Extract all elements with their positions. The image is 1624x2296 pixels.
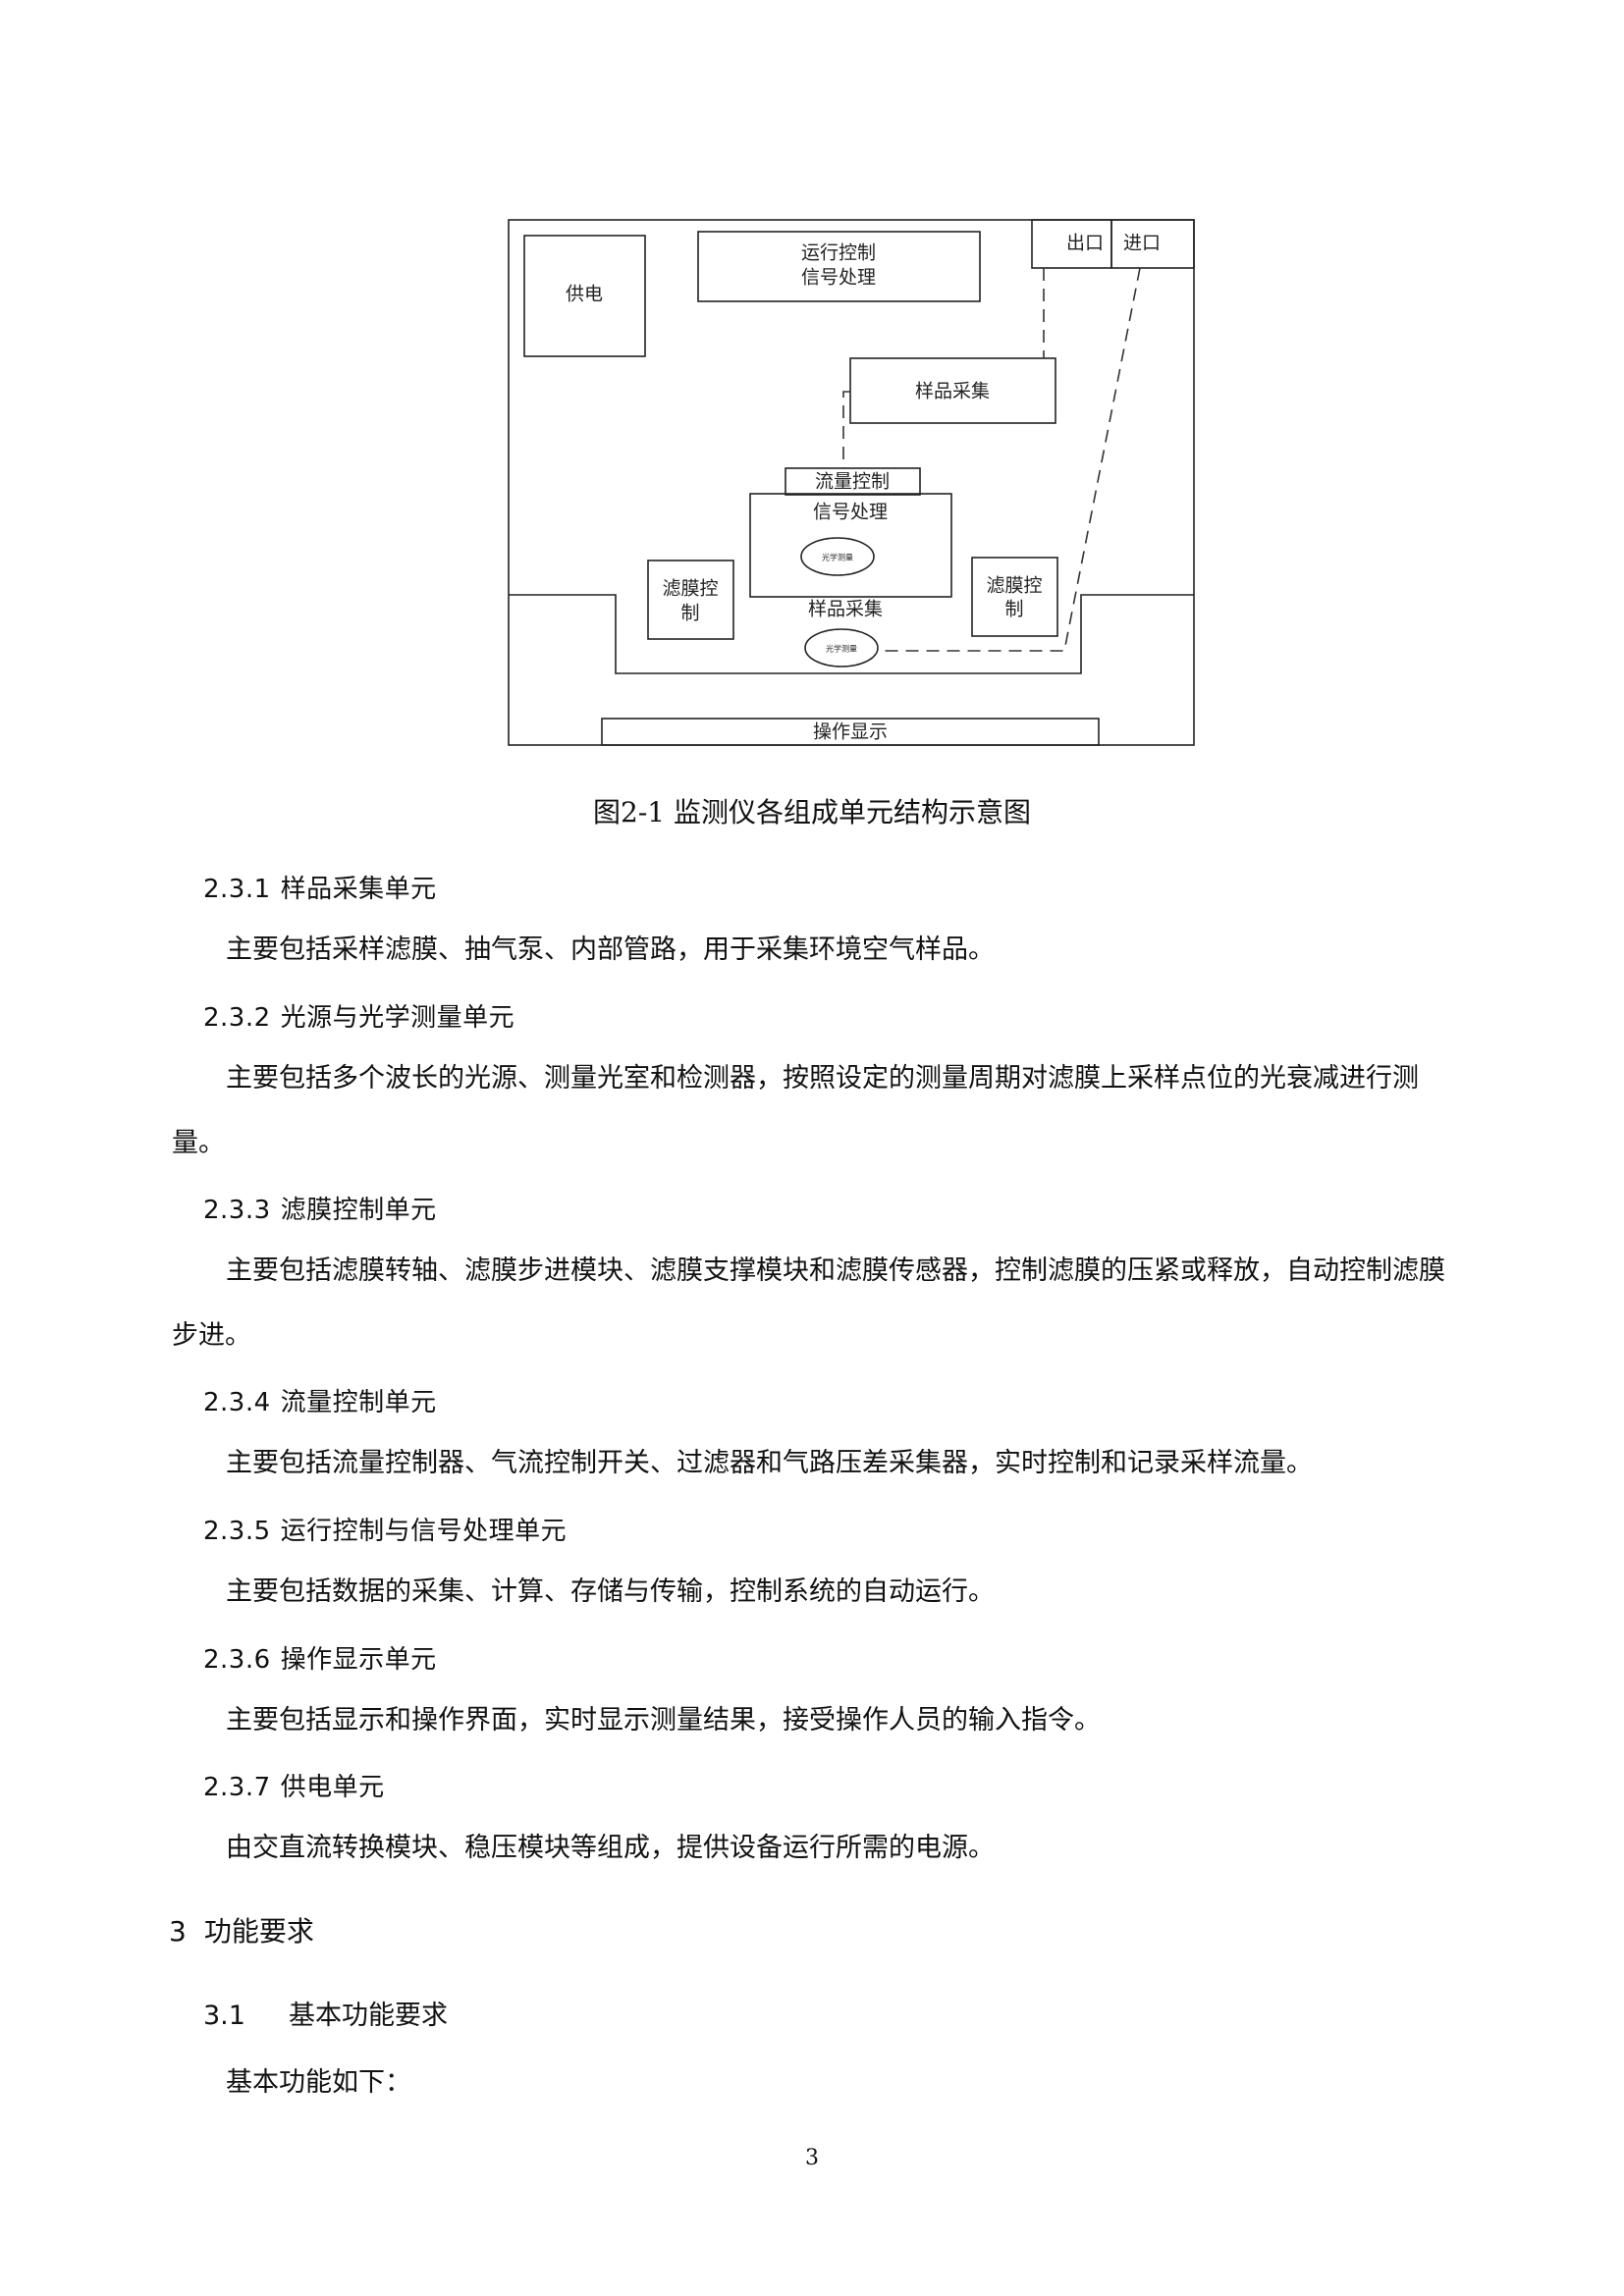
filter-control-right-box: [971, 557, 1058, 637]
section-text-2-3-7: 由交直流转换模块、稳压模块等组成，提供设备运行所需的电源。: [226, 1833, 995, 1863]
label-signal-processing: 信号处理: [813, 502, 888, 523]
section-number: 2.3.1: [203, 875, 271, 904]
section-number: 2.3.7: [203, 1773, 271, 1802]
run-control-box: [697, 231, 981, 302]
section-heading-2-3-7: 2.3.7 供电单元: [203, 1770, 385, 1805]
filter-control-left-box: [647, 560, 734, 640]
section-title: 流量控制单元: [280, 1388, 437, 1417]
optical-measure-top: [800, 537, 875, 576]
structure-diagram: 供电 运行控制 信号处理 出口 进口 样品采集 流量控制 信号处理 光学测量 滤…: [508, 219, 1195, 746]
label-filter-right-1: 滤膜控: [986, 575, 1042, 597]
section-text-2-3-2: 主要包括多个波长的光源、测量光室和检测器，按照设定的测量周期对滤膜上采样点位的光…: [172, 1063, 1419, 1158]
dashed-sample-to-flow: [842, 391, 850, 468]
figure-caption: 图2-1 监测仪各组成单元结构示意图: [593, 796, 1031, 828]
section-number: 3.1: [203, 2001, 245, 2031]
inlet-box: [1110, 219, 1195, 269]
label-optical-bottom: 光学测量: [826, 644, 857, 654]
section-number: 2.3.5: [203, 1517, 271, 1546]
flow-control-box: [785, 467, 921, 496]
label-sample-bottom: 样品采集: [808, 599, 883, 620]
section-text-2-3-3: 主要包括滤膜转轴、滤膜步进模块、滤膜支撑模块和滤膜传感器，控制滤膜的压紧或释放，…: [172, 1255, 1445, 1351]
dashed-inlet-to-optical: [878, 267, 1141, 652]
section-title: 操作显示单元: [280, 1645, 437, 1675]
page-number: 3: [805, 2146, 819, 2170]
label-filter-left-1: 滤膜控: [662, 578, 718, 600]
signal-processing-box: [749, 493, 952, 598]
section-title: 基本功能要求: [288, 2001, 448, 2031]
section-number: 2.3.3: [203, 1196, 271, 1225]
label-filter-left-2: 制: [680, 603, 699, 624]
section-heading-3-1: 3.1 基本功能要求: [203, 1999, 448, 2034]
label-filter-right-2: 制: [1004, 599, 1023, 620]
section-text-2-3-1: 主要包括采样滤膜、抽气泵、内部管路，用于采集环境空气样品。: [226, 934, 995, 965]
section-heading-2-3-5: 2.3.5 运行控制与信号处理单元: [203, 1514, 567, 1549]
label-run-control-1: 运行控制: [801, 242, 876, 264]
sampling-channel: [509, 594, 1194, 674]
label-sample-top: 样品采集: [915, 381, 990, 402]
section-title: 光源与光学测量单元: [280, 1003, 515, 1033]
label-optical-top: 光学测量: [822, 553, 853, 562]
label-flow-control: 流量控制: [815, 471, 890, 493]
section-title: 样品采集单元: [280, 875, 437, 904]
optical-measure-bottom: [804, 628, 879, 667]
label-inlet: 进口: [1123, 233, 1161, 254]
section-text-2-3-5: 主要包括数据的采集、计算、存储与传输，控制系统的自动运行。: [226, 1576, 995, 1607]
section-heading-2-3-4: 2.3.4 流量控制单元: [203, 1385, 437, 1420]
section-number: 2.3.2: [203, 1003, 271, 1033]
section-number: 2.3.4: [203, 1388, 271, 1417]
section-text-2-3-4: 主要包括流量控制器、气流控制开关、过滤器和气路压差采集器，实时控制和记录采样流量…: [226, 1448, 1313, 1478]
chapter-number: 3: [169, 1915, 187, 1948]
chapter-title: 功能要求: [203, 1915, 314, 1948]
section-heading-2-3-1: 2.3.1 样品采集单元: [203, 872, 437, 907]
intro-text: 基本功能如下：: [226, 2067, 411, 2098]
section-number: 2.3.6: [203, 1645, 271, 1675]
section-heading-2-3-6: 2.3.6 操作显示单元: [203, 1642, 437, 1678]
label-run-control-2: 信号处理: [801, 267, 876, 289]
label-outlet: 出口: [1066, 233, 1104, 254]
power-box: [523, 235, 646, 357]
section-text-2-3-6: 主要包括显示和操作界面，实时显示测量结果，接受操作人员的输入指令。: [226, 1705, 1101, 1735]
label-power: 供电: [566, 284, 603, 305]
label-operation-display: 操作显示: [813, 721, 888, 743]
section-title: 运行控制与信号处理单元: [280, 1517, 568, 1546]
section-title: 滤膜控制单元: [280, 1196, 437, 1225]
section-heading-2-3-3: 2.3.3 滤膜控制单元: [203, 1193, 437, 1228]
chapter-heading-3: 3 功能要求: [169, 1914, 314, 1949]
sample-box-top: [849, 357, 1056, 424]
section-title: 供电单元: [280, 1773, 385, 1802]
section-heading-2-3-2: 2.3.2 光源与光学测量单元: [203, 1000, 514, 1036]
operation-display-box: [601, 718, 1100, 746]
